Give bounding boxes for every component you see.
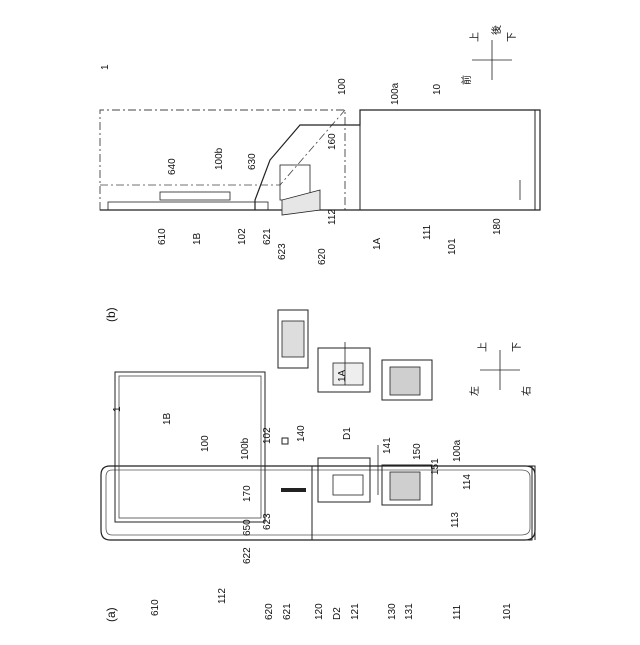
compass-a-right: 右 xyxy=(520,386,533,396)
shelf-640 xyxy=(160,192,230,200)
ref-b-102: 102 xyxy=(237,228,248,245)
ref-b-100b: 100b xyxy=(214,147,225,170)
bay-141 xyxy=(333,475,363,495)
ref-610: 610 xyxy=(150,599,161,616)
ref-b-112: 112 xyxy=(327,209,338,225)
ref-1B: 1B xyxy=(162,412,173,425)
rotated-figure: (a) 1 1B 100 100b 102 140 D1 141 150 151… xyxy=(100,25,540,622)
ref-621: 621 xyxy=(282,603,293,620)
ref-140: 140 xyxy=(296,425,307,442)
label-panel-b: (b) xyxy=(104,307,118,322)
ref-121: 121 xyxy=(350,603,361,620)
ref-130: 130 xyxy=(387,603,398,620)
ref-100b: 100b xyxy=(240,437,251,460)
compass-b-up: 上 xyxy=(469,32,481,42)
ref-150: 150 xyxy=(412,443,423,460)
ref-b-100a: 100a xyxy=(390,82,401,105)
ref-1A: 1A xyxy=(337,369,348,382)
ref-100: 100 xyxy=(200,435,211,452)
ref-b-111: 111 xyxy=(422,224,433,240)
ref-b-630: 630 xyxy=(247,153,258,170)
ref-b-160: 160 xyxy=(327,133,338,150)
compass-a: 上 下 左 右 xyxy=(468,342,533,396)
ref-D2: D2 xyxy=(332,607,343,620)
ref-170: 170 xyxy=(242,485,253,502)
compass-a-up: 上 xyxy=(477,342,489,352)
ref-b-610: 610 xyxy=(157,228,168,245)
compartment-10 xyxy=(360,110,535,210)
ref-112: 112 xyxy=(217,588,228,604)
slot-170 xyxy=(281,488,306,492)
ref-111: 111 xyxy=(452,604,463,620)
ref-D1: D1 xyxy=(342,427,353,440)
ref-650: 650 xyxy=(242,519,253,536)
compass-b-back: 後 xyxy=(490,25,503,35)
dashed-inner xyxy=(100,110,345,185)
display-610-side xyxy=(108,202,268,210)
panel-b-side-view: (b) 1 100 100a 10 640 100b 630 160 610 1… xyxy=(100,25,540,322)
ref-100a: 100a xyxy=(452,439,463,462)
lower-body-100a xyxy=(312,466,532,540)
ref-b-1: 1 xyxy=(100,64,111,70)
label-panel-a: (a) xyxy=(104,607,118,622)
ref-114: 114 xyxy=(462,474,473,490)
keypad-621 xyxy=(282,321,304,357)
compass-b-front: 前 xyxy=(460,75,473,85)
compass-b-down: 下 xyxy=(507,32,518,42)
ref-b-620: 620 xyxy=(317,248,328,265)
ref-131: 131 xyxy=(404,603,415,620)
ref-141: 141 xyxy=(382,437,393,454)
ref-b-623: 623 xyxy=(277,243,288,260)
panel-a-front-view: (a) 1 1B 100 100b 102 140 D1 141 150 151… xyxy=(101,310,535,622)
ref-b-1A: 1A xyxy=(372,237,383,250)
indicator-650 xyxy=(282,438,288,444)
compass-a-left: 左 xyxy=(468,386,481,396)
ref-113: 113 xyxy=(450,512,461,528)
ref-620: 620 xyxy=(264,603,275,620)
unit-151 xyxy=(390,472,420,500)
ref-b-101: 101 xyxy=(447,238,458,255)
ref-b-180: 180 xyxy=(492,218,503,235)
ref-623: 623 xyxy=(262,513,273,530)
ref-b-621: 621 xyxy=(262,228,273,245)
compass-b: 上 下 前 後 xyxy=(460,25,518,85)
ref-b-640: 640 xyxy=(167,158,178,175)
ref-b-100: 100 xyxy=(337,78,348,95)
ref-151: 151 xyxy=(430,458,441,475)
ref-622: 622 xyxy=(242,547,253,564)
ref-b-1B: 1B xyxy=(192,232,203,245)
ref-101: 101 xyxy=(502,603,513,620)
ref-120: 120 xyxy=(314,603,325,620)
ref-102: 102 xyxy=(262,427,273,444)
compass-a-down: 下 xyxy=(512,342,523,352)
ref-b-10: 10 xyxy=(432,83,443,95)
unit-131 xyxy=(390,367,420,395)
ref-1: 1 xyxy=(112,406,123,412)
hatch-623 xyxy=(282,190,320,215)
